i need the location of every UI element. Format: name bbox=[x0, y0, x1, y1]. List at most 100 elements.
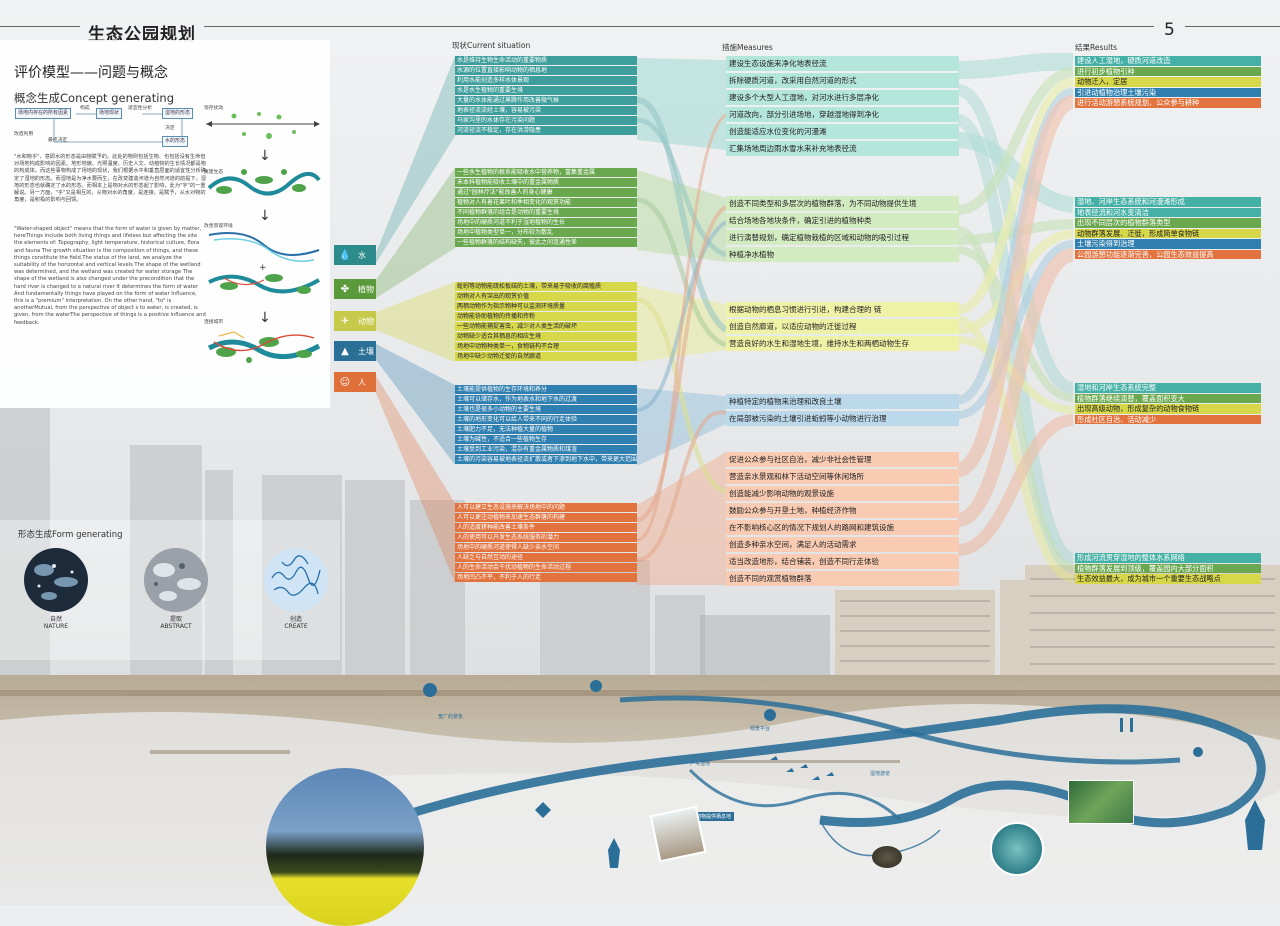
route-label: 芦苇湿地 bbox=[690, 761, 711, 767]
result-item: 湿地、河岸生态系统和河漫滩形成 bbox=[1075, 197, 1261, 207]
situation-item: 土壤的地形变化可以给人带来不同的行走体验 bbox=[455, 415, 637, 424]
situation-item: 场地中植物类型单一，分布较为散乱 bbox=[455, 228, 637, 237]
page-number: 5 bbox=[1164, 20, 1175, 40]
measure-item: 根据动物的栖息习惯进行引进，构建合理的 链 bbox=[726, 302, 959, 317]
route-label: 为动物提供栖息地 bbox=[688, 812, 735, 821]
category-label: 动物 bbox=[358, 316, 374, 326]
situation-item: 一些水生植物的根系能吸收水中营养物，富集重金属 bbox=[455, 168, 637, 177]
photo-reeds bbox=[649, 805, 707, 863]
sequence-label: 现存扰动 bbox=[204, 106, 224, 111]
result-item: 植物群落继续演替，覆盖面积变大 bbox=[1075, 393, 1261, 403]
situation-item: 一些动物能捕捉害虫，减少对人类生活的破坏 bbox=[455, 322, 637, 331]
result-item: 植物群落发展到顶级，覆盖园内大部分面积 bbox=[1075, 563, 1261, 573]
measure-item: 种植净水植物 bbox=[726, 247, 959, 262]
flow-side-label: 改造利用 bbox=[14, 132, 34, 137]
category-animals[interactable]: ✈ 动物 bbox=[334, 311, 376, 331]
flow-arrow-label: 构成 bbox=[80, 106, 90, 111]
situation-item: 水是水生植物的重要生境 bbox=[455, 86, 637, 95]
water-drop-icon: 💧 bbox=[338, 249, 352, 261]
category-water[interactable]: 💧 水 bbox=[334, 245, 376, 265]
situation-item: 土壤的污染容易被地表径流扩散或者下渗到地下水中，带来更大范围的污染 bbox=[455, 455, 637, 464]
situation-item: 通过"园林疗法"能改善人的身心健康 bbox=[455, 188, 637, 197]
situation-item: 两栖动物作为指示物种可以监测环境质量 bbox=[455, 302, 637, 311]
result-item: 出现高级动物，形成复杂的动物食物链 bbox=[1075, 404, 1261, 414]
flow-box-wetland: 湿地的形态 bbox=[162, 108, 194, 119]
result-item: 形成社区自治、活动减少 bbox=[1075, 414, 1261, 424]
category-label: 水 bbox=[358, 250, 366, 260]
svg-text:↓: ↓ bbox=[259, 208, 271, 224]
measure-item: 适当改造地形，结合铺装，创造不同行走体验 bbox=[726, 554, 959, 569]
column-header-measures: 措施Measures bbox=[722, 43, 773, 52]
result-item: 出现不同层次的植物群落类型 bbox=[1075, 218, 1261, 228]
photo-wetland-circle bbox=[990, 822, 1044, 876]
measure-item: 鼓励公众参与开垦土地，种植经济作物 bbox=[726, 503, 959, 518]
measure-item: 创造能减少影响动物的观景设施 bbox=[726, 486, 959, 501]
column-header-situation: 现状Current situation bbox=[452, 41, 531, 50]
measure-item: 拆除硬质河道，改采用自然河道的形式 bbox=[726, 73, 959, 88]
column-header-results: 结果Results bbox=[1075, 43, 1118, 52]
result-item: 进行活动游憩系统规划，公众参与耕种 bbox=[1075, 98, 1261, 108]
person-icon: ☺ bbox=[339, 376, 351, 388]
result-item: 建设人工湿地，硬质河道改造 bbox=[1075, 56, 1261, 66]
bird-icon: ✈ bbox=[340, 315, 350, 327]
category-plants[interactable]: ✤ 植物 bbox=[334, 279, 376, 299]
header-rule-end bbox=[1185, 26, 1280, 27]
measure-item: 结合场地各地块条件，确定引进的植物种类 bbox=[726, 213, 959, 228]
flow-side-label: 决定 bbox=[165, 126, 175, 131]
abstract-texture bbox=[153, 563, 201, 601]
circle-nature bbox=[24, 548, 88, 612]
concept-title: 概念生成Concept generating bbox=[14, 91, 175, 105]
section-subtitle: 评价模型——问题与概念 bbox=[14, 65, 168, 81]
situation-item: 动物能协助植物的传播和传粉 bbox=[455, 312, 637, 321]
flow-arrow-label: 适宜性分析 bbox=[128, 106, 152, 111]
flow-side-label: 最终决定 bbox=[48, 138, 68, 143]
nature-texture bbox=[34, 564, 78, 600]
clover-icon: ✤ bbox=[340, 283, 350, 295]
sequence-label: 重建生态 bbox=[204, 170, 224, 175]
photo-pond bbox=[872, 846, 902, 868]
mountain-icon: ▲ bbox=[341, 345, 349, 357]
situation-item: 水是维持生物生命活动的重要物质 bbox=[455, 56, 637, 65]
situation-item: 动物缺少适合其栖息的相应生境 bbox=[455, 332, 637, 341]
measure-item: 种植特定的植物来治理和改良土壤 bbox=[726, 394, 959, 409]
situation-item: 土壤可以储存水，作为地表水和地下水的过渡 bbox=[455, 395, 637, 404]
result-item: 引进动植物治理土壤污染 bbox=[1075, 87, 1261, 97]
category-label: 人 bbox=[358, 377, 366, 387]
svg-text:↓: ↓ bbox=[259, 148, 271, 164]
situation-item: 土壤也是很多小动物的主要生境 bbox=[455, 405, 637, 414]
svg-text:宽广的景象: 宽广的景象 bbox=[438, 713, 463, 720]
situation-item: 场地凹凸不平，不利于人的行走 bbox=[455, 573, 637, 582]
situation-item: 土壤能提供植物的生存环境和养分 bbox=[455, 385, 637, 394]
measure-item: 建设生态设施来净化地表径流 bbox=[726, 56, 959, 71]
form-title: 形态生成Form generating bbox=[18, 530, 123, 540]
abstract-label-cn: 提取 bbox=[169, 616, 182, 623]
measure-item: 营造良好的水生和湿地生境，维持水生和两栖动物生存 bbox=[726, 336, 959, 351]
situation-item: 人的使用可以开发生态系统服务的潜力 bbox=[455, 533, 637, 542]
category-soil[interactable]: ▲ 土壤 bbox=[334, 341, 376, 361]
measure-item: 建设多个大型人工湿地，对河水进行多层净化 bbox=[726, 90, 959, 105]
measure-item: 河道改向，部分引进场地，穿越湿地得到净化 bbox=[726, 107, 959, 122]
result-item: 土壤污染得到治理 bbox=[1075, 239, 1261, 249]
sequence-label: 连接城市 bbox=[204, 320, 224, 325]
nature-label-cn: 自然 bbox=[49, 616, 62, 623]
photo-wetland-aerial bbox=[1068, 780, 1134, 824]
concept-description-cn: "水和物乎"，意即水的形态是由物赋予的。此处的物则包括生物、也包括没有生命但对场… bbox=[14, 154, 206, 204]
flow-connectors bbox=[53, 113, 183, 143]
flow-box-water: 水的形态 bbox=[162, 136, 189, 147]
circle-create bbox=[264, 548, 328, 612]
flow-box-factors: 场地内存在的所有因素 bbox=[15, 108, 72, 119]
measure-item: 促进公众参与社区自治，减少非社会性管理 bbox=[726, 452, 959, 467]
situation-item: 不同植物群落的组合是动物的重要生境 bbox=[455, 208, 637, 217]
category-people[interactable]: ☺ 人 bbox=[334, 372, 376, 392]
result-item: 进行初步植物引种 bbox=[1075, 66, 1261, 76]
result-item: 动物群落发展、迁徙，形成简单食物链 bbox=[1075, 228, 1261, 238]
route-label: 观景平台 bbox=[750, 726, 771, 732]
header-rule-right bbox=[204, 26, 1154, 27]
situation-item: 植物对人有着花果叶和季相变化的观赏功能 bbox=[455, 198, 637, 207]
situation-item: 土壤受到工业污染，混杂有重金属物质和煤渣 bbox=[455, 445, 637, 454]
measure-item: 创造多种亲水空间，满足人的活动需求 bbox=[726, 537, 959, 552]
result-item: 湿地和河岸生态系统完整 bbox=[1075, 383, 1261, 393]
situation-item: 人的生命活动会干扰动植物的生命活动过程 bbox=[455, 563, 637, 572]
measure-item: 在局部被污染的土壤引进蚯蚓等小动物进行治理 bbox=[726, 411, 959, 426]
situation-item: 土壤肥力不足，无法种植大量的植物 bbox=[455, 425, 637, 434]
